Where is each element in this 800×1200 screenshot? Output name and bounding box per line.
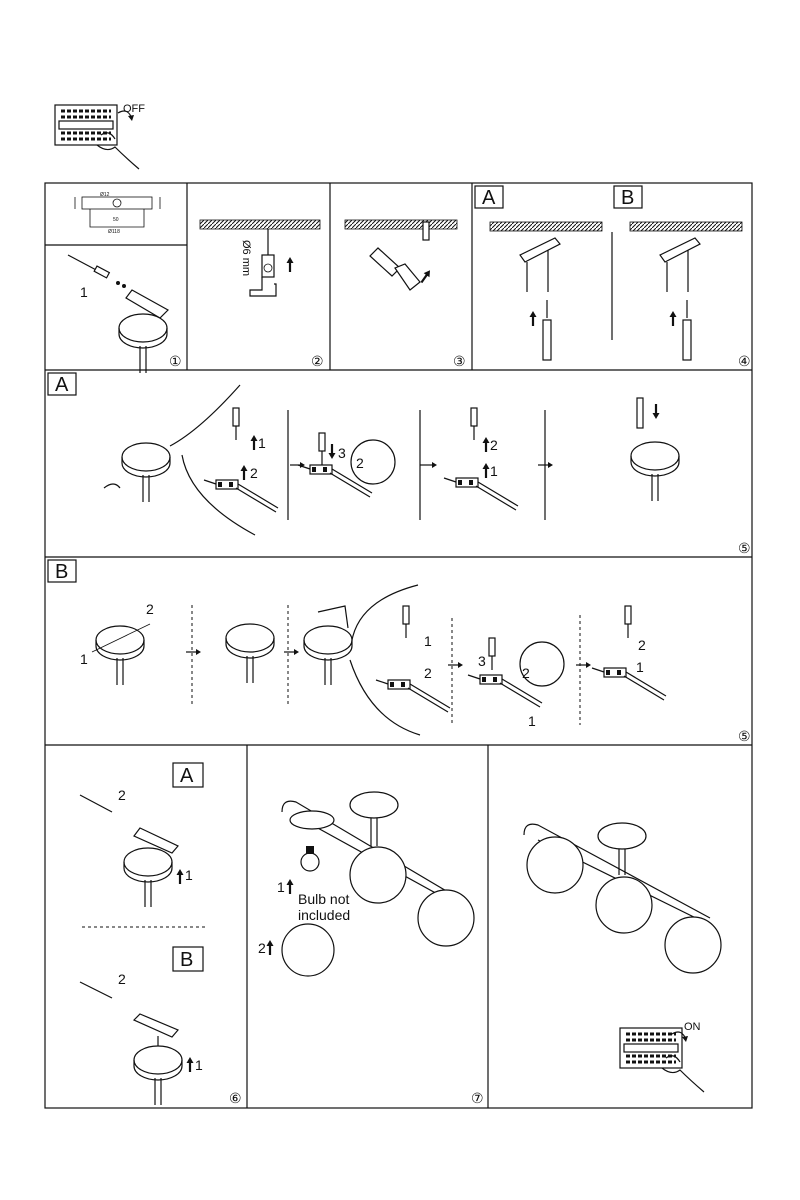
callout: 2 — [490, 437, 498, 453]
callout: 3 — [338, 445, 346, 461]
step-number: ② — [311, 353, 324, 369]
panel-grid — [44, 182, 753, 1109]
callout: 3 — [478, 653, 486, 669]
drill-size: Ø6 mm — [240, 240, 252, 276]
dim-diameter: Ø118 — [108, 229, 120, 235]
option-a-label: A — [482, 187, 496, 209]
callout: 2 — [356, 455, 364, 471]
step-6-panel: A 2 1 B 2 1 ⑥ — [79, 762, 242, 1106]
step-4-panel: A B ④ — [474, 185, 751, 369]
step-number: ④ — [738, 353, 751, 369]
bulb-note: Bulb not — [298, 891, 349, 907]
callout: 1 — [277, 879, 285, 895]
dim-hole: Ø12 — [100, 192, 110, 198]
step-number: ⑦ — [471, 1090, 484, 1106]
power-off-label: OFF — [123, 103, 145, 115]
callout: 1 — [490, 463, 498, 479]
callout: 2 — [638, 637, 646, 653]
callout: 1 — [80, 651, 88, 667]
callout: 1 — [185, 867, 193, 883]
callout: 2 — [424, 665, 432, 681]
dim-spacing: 50 — [113, 217, 119, 223]
power-off-illustration: OFF — [53, 103, 145, 171]
callout: 2 — [522, 665, 530, 681]
callout: 1 — [528, 713, 536, 729]
callout: 2 — [146, 601, 154, 617]
callout: 2 — [118, 787, 126, 803]
callout: 2 — [250, 465, 258, 481]
bulb-note: included — [298, 907, 350, 923]
callout: 1 — [636, 659, 644, 675]
callout: 1 — [195, 1057, 203, 1073]
option-b-label: B — [180, 949, 193, 971]
option-b-label: B — [621, 187, 634, 209]
callout: 1 — [424, 633, 432, 649]
step-number: ⑥ — [229, 1090, 242, 1106]
step-number: ① — [169, 353, 182, 369]
step-7-panel: 1 2 Bulb not included ⑦ — [258, 791, 484, 1106]
callout: 2 — [258, 940, 266, 956]
step-1-panel: Ø12 50 Ø118 1 ① — [67, 192, 182, 374]
step-number: ⑤ — [738, 540, 751, 556]
step-2-panel: Ø6 mm ② — [199, 219, 324, 369]
option-a-label: A — [180, 765, 194, 787]
step-number: ③ — [453, 353, 466, 369]
step-3-panel: ③ — [344, 219, 466, 369]
assembled-fixture-panel: ON — [523, 822, 722, 1094]
step-5a-panel: A 1 2 3 2 2 1 ⑤ — [47, 372, 751, 556]
callout: 1 — [80, 284, 88, 300]
callout: 2 — [118, 971, 126, 987]
step-number: ⑤ — [738, 728, 751, 744]
option-b-label: B — [55, 561, 68, 583]
callout: 1 — [258, 435, 266, 451]
power-on-label: ON — [684, 1021, 701, 1033]
option-a-label: A — [55, 374, 69, 396]
step-5b-panel: B 1 2 1 2 3 2 1 2 1 ⑤ — [47, 559, 751, 744]
